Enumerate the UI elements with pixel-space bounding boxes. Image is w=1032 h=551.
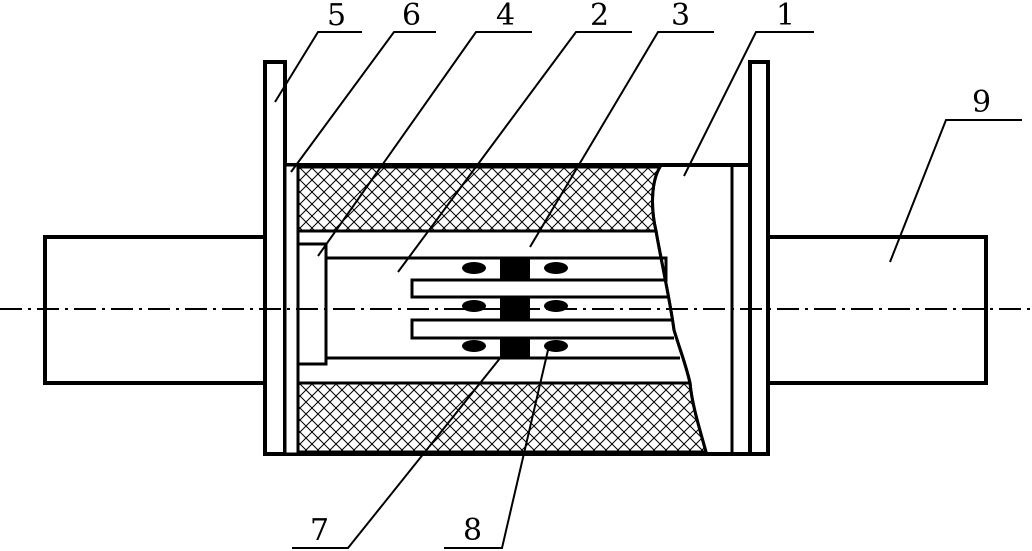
left-flange — [263, 60, 287, 456]
electrode-upper-plate — [326, 256, 668, 299]
spacer-top — [500, 258, 530, 280]
end-cap — [296, 242, 328, 366]
right-flange — [748, 60, 770, 456]
label-6: 6 — [402, 0, 421, 33]
upper-hatched-layer — [296, 165, 663, 233]
leader-8 — [444, 349, 549, 549]
label-4: 4 — [496, 0, 515, 33]
label-5: 5 — [327, 0, 346, 33]
contact-ellipse — [544, 262, 568, 274]
leader-1 — [683, 31, 814, 177]
spacer-bottom — [500, 338, 530, 358]
label-7: 7 — [310, 513, 329, 548]
label-1: 1 — [776, 0, 795, 33]
leader-4 — [317, 31, 532, 257]
leader-3 — [529, 31, 714, 248]
contact-ellipse — [544, 300, 568, 312]
leader-5 — [274, 31, 362, 103]
electrode-lower-plate — [410, 318, 674, 340]
label-8: 8 — [463, 513, 482, 548]
label-2: 2 — [590, 0, 609, 33]
leader-7 — [292, 351, 506, 549]
contact-ellipse — [462, 340, 486, 352]
breakaway-line — [651, 166, 708, 453]
label-9: 9 — [972, 85, 991, 120]
contact-ellipse — [544, 340, 568, 352]
leader-6 — [290, 31, 436, 173]
contact-ellipse — [462, 300, 486, 312]
spacer-middle — [500, 297, 530, 320]
right-shaft — [766, 235, 988, 385]
inner-cavity — [296, 229, 692, 385]
leader-2 — [397, 31, 632, 273]
label-3: 3 — [671, 0, 690, 33]
lower-hatched-layer — [296, 381, 708, 454]
contact-ellipse — [462, 262, 486, 274]
leader-9 — [889, 119, 1022, 263]
